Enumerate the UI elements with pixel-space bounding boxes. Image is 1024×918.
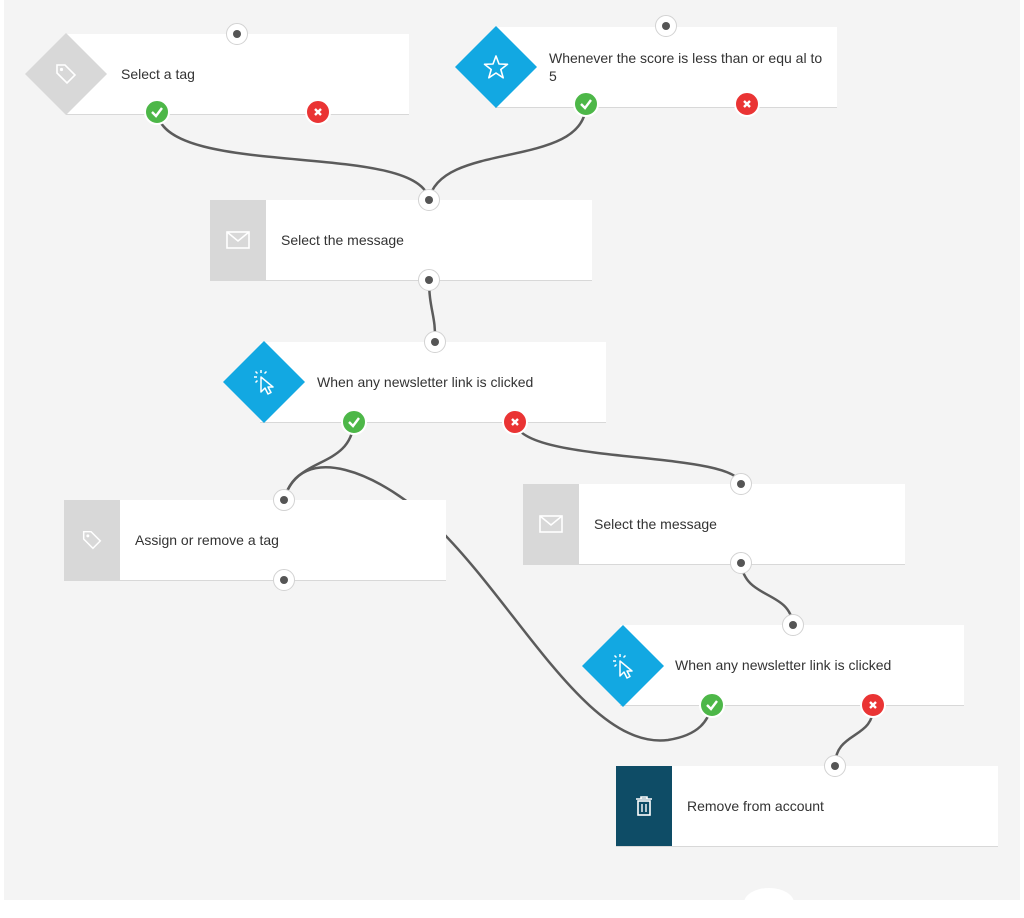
node-select-message-2[interactable]: Select the message [523, 484, 905, 564]
tag-icon [64, 500, 120, 580]
workflow-canvas[interactable] [4, 0, 1020, 900]
node-assign-tag[interactable]: Assign or remove a tag [64, 500, 446, 580]
input-port[interactable] [226, 23, 248, 45]
envelope-icon [210, 200, 266, 280]
cursor-click-icon [581, 624, 665, 708]
star-icon [454, 25, 538, 109]
no-port[interactable] [860, 692, 886, 718]
node-label: Whenever the score is less than or equ a… [549, 50, 823, 84]
yes-port[interactable] [699, 692, 725, 718]
node-select-tag[interactable]: Select a tag [66, 34, 409, 114]
yes-port[interactable] [573, 91, 599, 117]
input-port[interactable] [782, 614, 804, 636]
envelope-icon [523, 484, 579, 564]
input-port[interactable] [730, 473, 752, 495]
input-port[interactable] [824, 755, 846, 777]
input-port[interactable] [418, 189, 440, 211]
tag-icon [24, 32, 108, 116]
output-port[interactable] [273, 569, 295, 591]
node-label: When any newsletter link is clicked [675, 657, 892, 673]
node-newsletter-click-1[interactable]: When any newsletter link is clicked [260, 342, 606, 422]
output-port[interactable] [730, 552, 752, 574]
add-node-handle[interactable] [744, 888, 794, 918]
no-port[interactable] [305, 99, 331, 125]
node-label: When any newsletter link is clicked [317, 374, 534, 390]
node-label: Select the message [594, 516, 717, 532]
input-port[interactable] [424, 331, 446, 353]
output-port[interactable] [418, 269, 440, 291]
node-select-message-1[interactable]: Select the message [210, 200, 592, 280]
input-port[interactable] [273, 489, 295, 511]
input-port[interactable] [655, 15, 677, 37]
trash-icon [616, 766, 672, 846]
node-label: Remove from account [687, 798, 824, 814]
node-label: Assign or remove a tag [135, 532, 279, 548]
yes-port[interactable] [144, 99, 170, 125]
no-port[interactable] [734, 91, 760, 117]
no-port[interactable] [502, 409, 528, 435]
yes-port[interactable] [341, 409, 367, 435]
node-newsletter-click-2[interactable]: When any newsletter link is clicked [620, 625, 964, 705]
cursor-click-icon [222, 340, 306, 424]
node-remove-account[interactable]: Remove from account [616, 766, 998, 846]
node-label: Select a tag [121, 66, 195, 82]
node-score-condition[interactable]: Whenever the score is less than or equ a… [495, 27, 837, 107]
node-label: Select the message [281, 232, 404, 248]
